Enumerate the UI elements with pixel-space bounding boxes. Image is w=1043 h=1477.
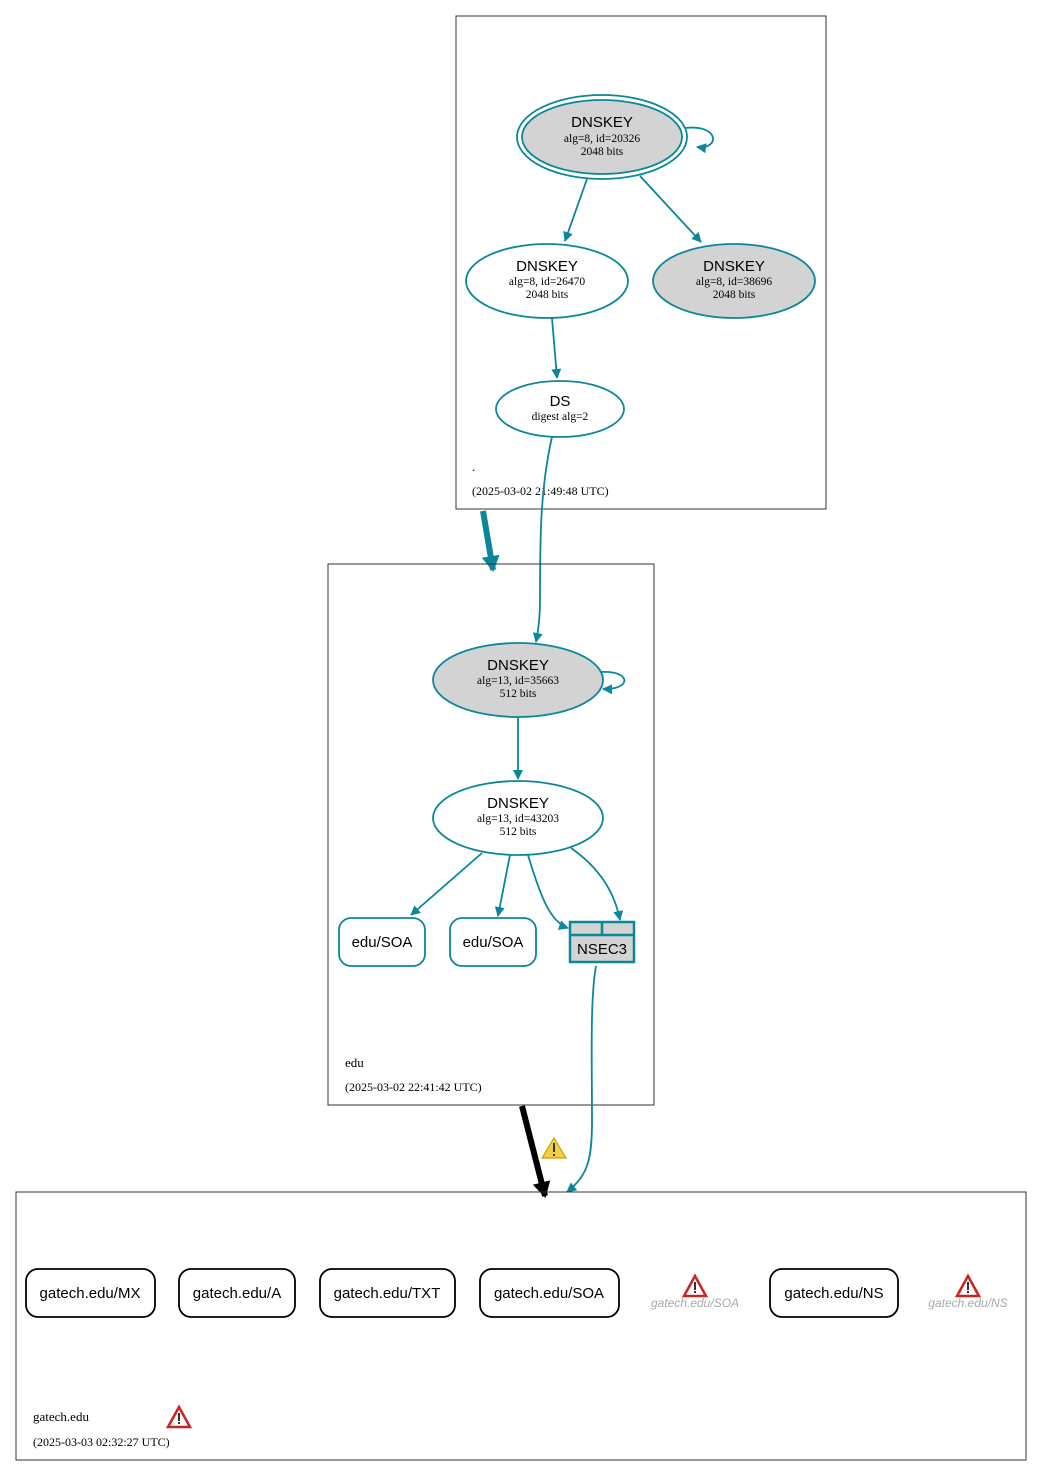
rrset-gatech-soa-label: gatech.edu/SOA: [494, 1285, 604, 1302]
zone-gatech-timestamp: (2025-03-03 02:32:27 UTC): [33, 1435, 170, 1449]
zone-edu-name: edu: [345, 1055, 364, 1070]
node-edu-ksk-title: DNSKEY: [487, 657, 549, 674]
edge-edu-ksk-self: [599, 671, 626, 695]
zone-gatech-name: gatech.edu: [33, 1409, 89, 1424]
zone-root-name: .: [472, 459, 475, 474]
rrset-gatech-ns-error[interactable]: gatech.edu/NS: [928, 1273, 1008, 1310]
node-edu-ksk-line2: 512 bits: [500, 688, 537, 700]
node-root-ksk-line2: 2048 bits: [581, 146, 624, 158]
zone-root: . (2025-03-02 21:49:48 UTC): [455, 15, 827, 510]
node-edu-soa-2[interactable]: edu/SOA: [449, 917, 537, 967]
warning-triangle-icon[interactable]: [540, 1136, 568, 1159]
node-edu-soa-1-label: edu/SOA: [352, 934, 413, 951]
node-root-zsk-line1: alg=8, id=26470: [509, 276, 585, 288]
node-root-key3-line1: alg=8, id=38696: [696, 276, 772, 288]
node-root-key-38696[interactable]: DNSKEY alg=8, id=38696 2048 bits: [652, 243, 816, 319]
node-root-ksk-title: DNSKEY: [571, 114, 633, 131]
node-edu-ds-title: DS: [550, 393, 571, 410]
node-edu-soa-1[interactable]: edu/SOA: [338, 917, 426, 967]
node-root-zsk-line2: 2048 bits: [526, 289, 569, 301]
zone-edu-box: [327, 563, 655, 1106]
rrset-gatech-ns-label: gatech.edu/NS: [784, 1285, 883, 1302]
rrset-gatech-a[interactable]: gatech.edu/A: [178, 1268, 296, 1318]
node-root-ksk[interactable]: DNSKEY alg=8, id=20326 2048 bits: [516, 94, 688, 180]
error-triangle-icon: [681, 1273, 709, 1298]
zone-gatech-box: [15, 1191, 1027, 1461]
edge-edu-zsk-to-soa2: [494, 854, 511, 917]
zone-root-box: [455, 15, 827, 510]
node-root-ksk-line1: alg=8, id=20326: [564, 133, 640, 145]
node-edu-zsk-title: DNSKEY: [487, 795, 549, 812]
edge-nsec3-to-gatech: [566, 965, 597, 1193]
zone-edu: edu (2025-03-02 22:41:42 UTC): [327, 563, 655, 1106]
edge-edu-zsk-to-nsec3-b: [570, 847, 624, 921]
rrset-gatech-ns-error-label: gatech.edu/NS: [928, 1296, 1007, 1310]
rrset-gatech-soa-error[interactable]: gatech.edu/SOA: [651, 1273, 739, 1310]
node-edu-zsk-line2: 512 bits: [500, 826, 537, 838]
node-edu-zsk-line1: alg=13, id=43203: [477, 813, 559, 825]
node-edu-ds[interactable]: DS digest alg=2: [495, 380, 625, 438]
rrset-gatech-ns[interactable]: gatech.edu/NS: [769, 1268, 899, 1318]
node-edu-ksk[interactable]: DNSKEY alg=13, id=35663 512 bits: [432, 642, 604, 718]
edge-edu-zsk-to-nsec3-a: [527, 854, 569, 930]
node-root-zsk[interactable]: DNSKEY alg=8, id=26470 2048 bits: [465, 243, 629, 319]
node-root-zsk-title: DNSKEY: [516, 258, 578, 275]
zone-gatech: gatech.edu (2025-03-03 02:32:27 UTC): [15, 1191, 1027, 1461]
zone-root-timestamp: (2025-03-02 21:49:48 UTC): [472, 484, 609, 498]
node-edu-soa-2-label: edu/SOA: [463, 934, 524, 951]
node-edu-zsk[interactable]: DNSKEY alg=13, id=43203 512 bits: [432, 780, 604, 856]
rrset-gatech-a-label: gatech.edu/A: [193, 1285, 281, 1302]
rrset-gatech-soa-error-label: gatech.edu/SOA: [651, 1296, 739, 1310]
rrset-gatech-txt-label: gatech.edu/TXT: [334, 1285, 441, 1302]
edge-ds-to-edu-ksk: [532, 436, 553, 643]
node-root-key3-title: DNSKEY: [703, 258, 765, 275]
rrset-gatech-txt[interactable]: gatech.edu/TXT: [319, 1268, 456, 1318]
rrset-gatech-mx[interactable]: gatech.edu/MX: [25, 1268, 156, 1318]
edge-edu-zsk-to-soa1: [410, 852, 483, 916]
node-edu-ds-line1: digest alg=2: [532, 411, 589, 423]
node-edu-ksk-line1: alg=13, id=35663: [477, 675, 559, 687]
rrset-gatech-soa[interactable]: gatech.edu/SOA: [479, 1268, 620, 1318]
node-edu-nsec3-label: NSEC3: [577, 941, 627, 958]
rrset-gatech-mx-label: gatech.edu/MX: [40, 1285, 141, 1302]
node-edu-nsec3[interactable]: NSEC3: [568, 920, 636, 964]
node-root-key3-line2: 2048 bits: [713, 289, 756, 301]
edge-ksk-to-zsk: [563, 178, 588, 242]
edge-root-ksk-self: [684, 126, 714, 154]
edge-zsk-to-ds: [551, 317, 562, 379]
zone-error-icon[interactable]: [165, 1404, 193, 1429]
error-triangle-icon: [954, 1273, 982, 1298]
delegation-edu-to-gatech: [519, 1105, 551, 1198]
zone-edu-timestamp: (2025-03-02 22:41:42 UTC): [345, 1080, 482, 1094]
edge-ksk-to-key3: [639, 175, 702, 243]
delegation-root-to-edu: [480, 510, 500, 572]
